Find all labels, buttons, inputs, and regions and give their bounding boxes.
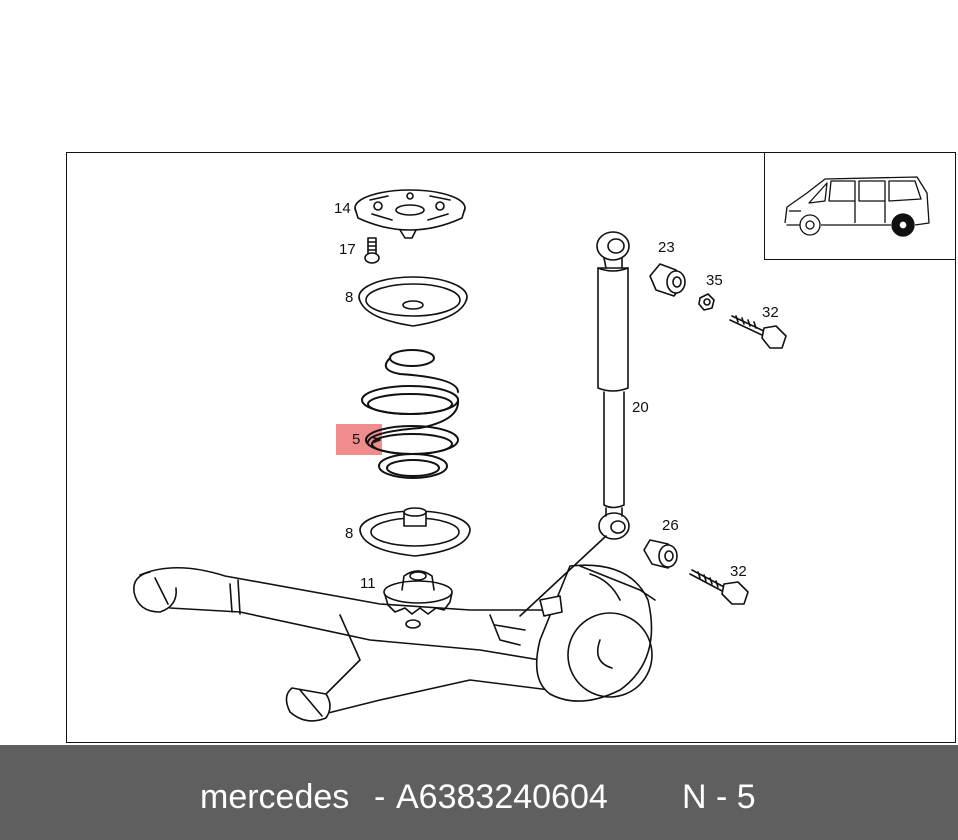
footer-separator: - bbox=[374, 778, 386, 816]
bushing-23 bbox=[649, 263, 686, 297]
exploded-parts-drawing bbox=[133, 189, 787, 722]
callout-32-lower: 32 bbox=[730, 563, 747, 580]
callout-8-lower: 8 bbox=[345, 525, 354, 542]
bushing-26 bbox=[643, 539, 678, 569]
callout-32-upper: 32 bbox=[762, 304, 779, 321]
upper-spring-seat bbox=[358, 276, 468, 327]
bump-stop bbox=[383, 570, 453, 615]
footer-brand: mercedes bbox=[200, 778, 350, 816]
callout-8-upper: 8 bbox=[345, 289, 354, 306]
callout-17: 17 bbox=[339, 241, 356, 258]
callout-35: 35 bbox=[706, 272, 723, 289]
callout-26: 26 bbox=[662, 517, 679, 534]
bolt-32-lower bbox=[689, 569, 749, 605]
footer-part-number: A6383240604 bbox=[396, 778, 608, 816]
nut-35 bbox=[698, 293, 715, 311]
rear-axle-trailing-arm bbox=[133, 564, 656, 722]
footer-position: N - 5 bbox=[682, 778, 756, 816]
minivan-icon bbox=[784, 176, 930, 237]
callout-11: 11 bbox=[360, 575, 376, 592]
spring-mount-plate bbox=[354, 189, 466, 239]
callout-14: 14 bbox=[334, 200, 351, 217]
shock-absorber bbox=[519, 231, 630, 617]
callout-20: 20 bbox=[632, 399, 649, 416]
part-5-leader-arrow bbox=[371, 436, 381, 444]
bolt-17 bbox=[364, 237, 380, 264]
footer-bar bbox=[0, 745, 958, 840]
callout-5[interactable]: 5 bbox=[352, 431, 361, 448]
diagram-frame bbox=[66, 152, 956, 743]
lower-spring-seat bbox=[359, 507, 471, 557]
callout-23: 23 bbox=[658, 239, 675, 256]
coil-spring bbox=[361, 349, 460, 479]
bolt-32-upper bbox=[729, 315, 787, 349]
vehicle-inset bbox=[764, 152, 956, 260]
